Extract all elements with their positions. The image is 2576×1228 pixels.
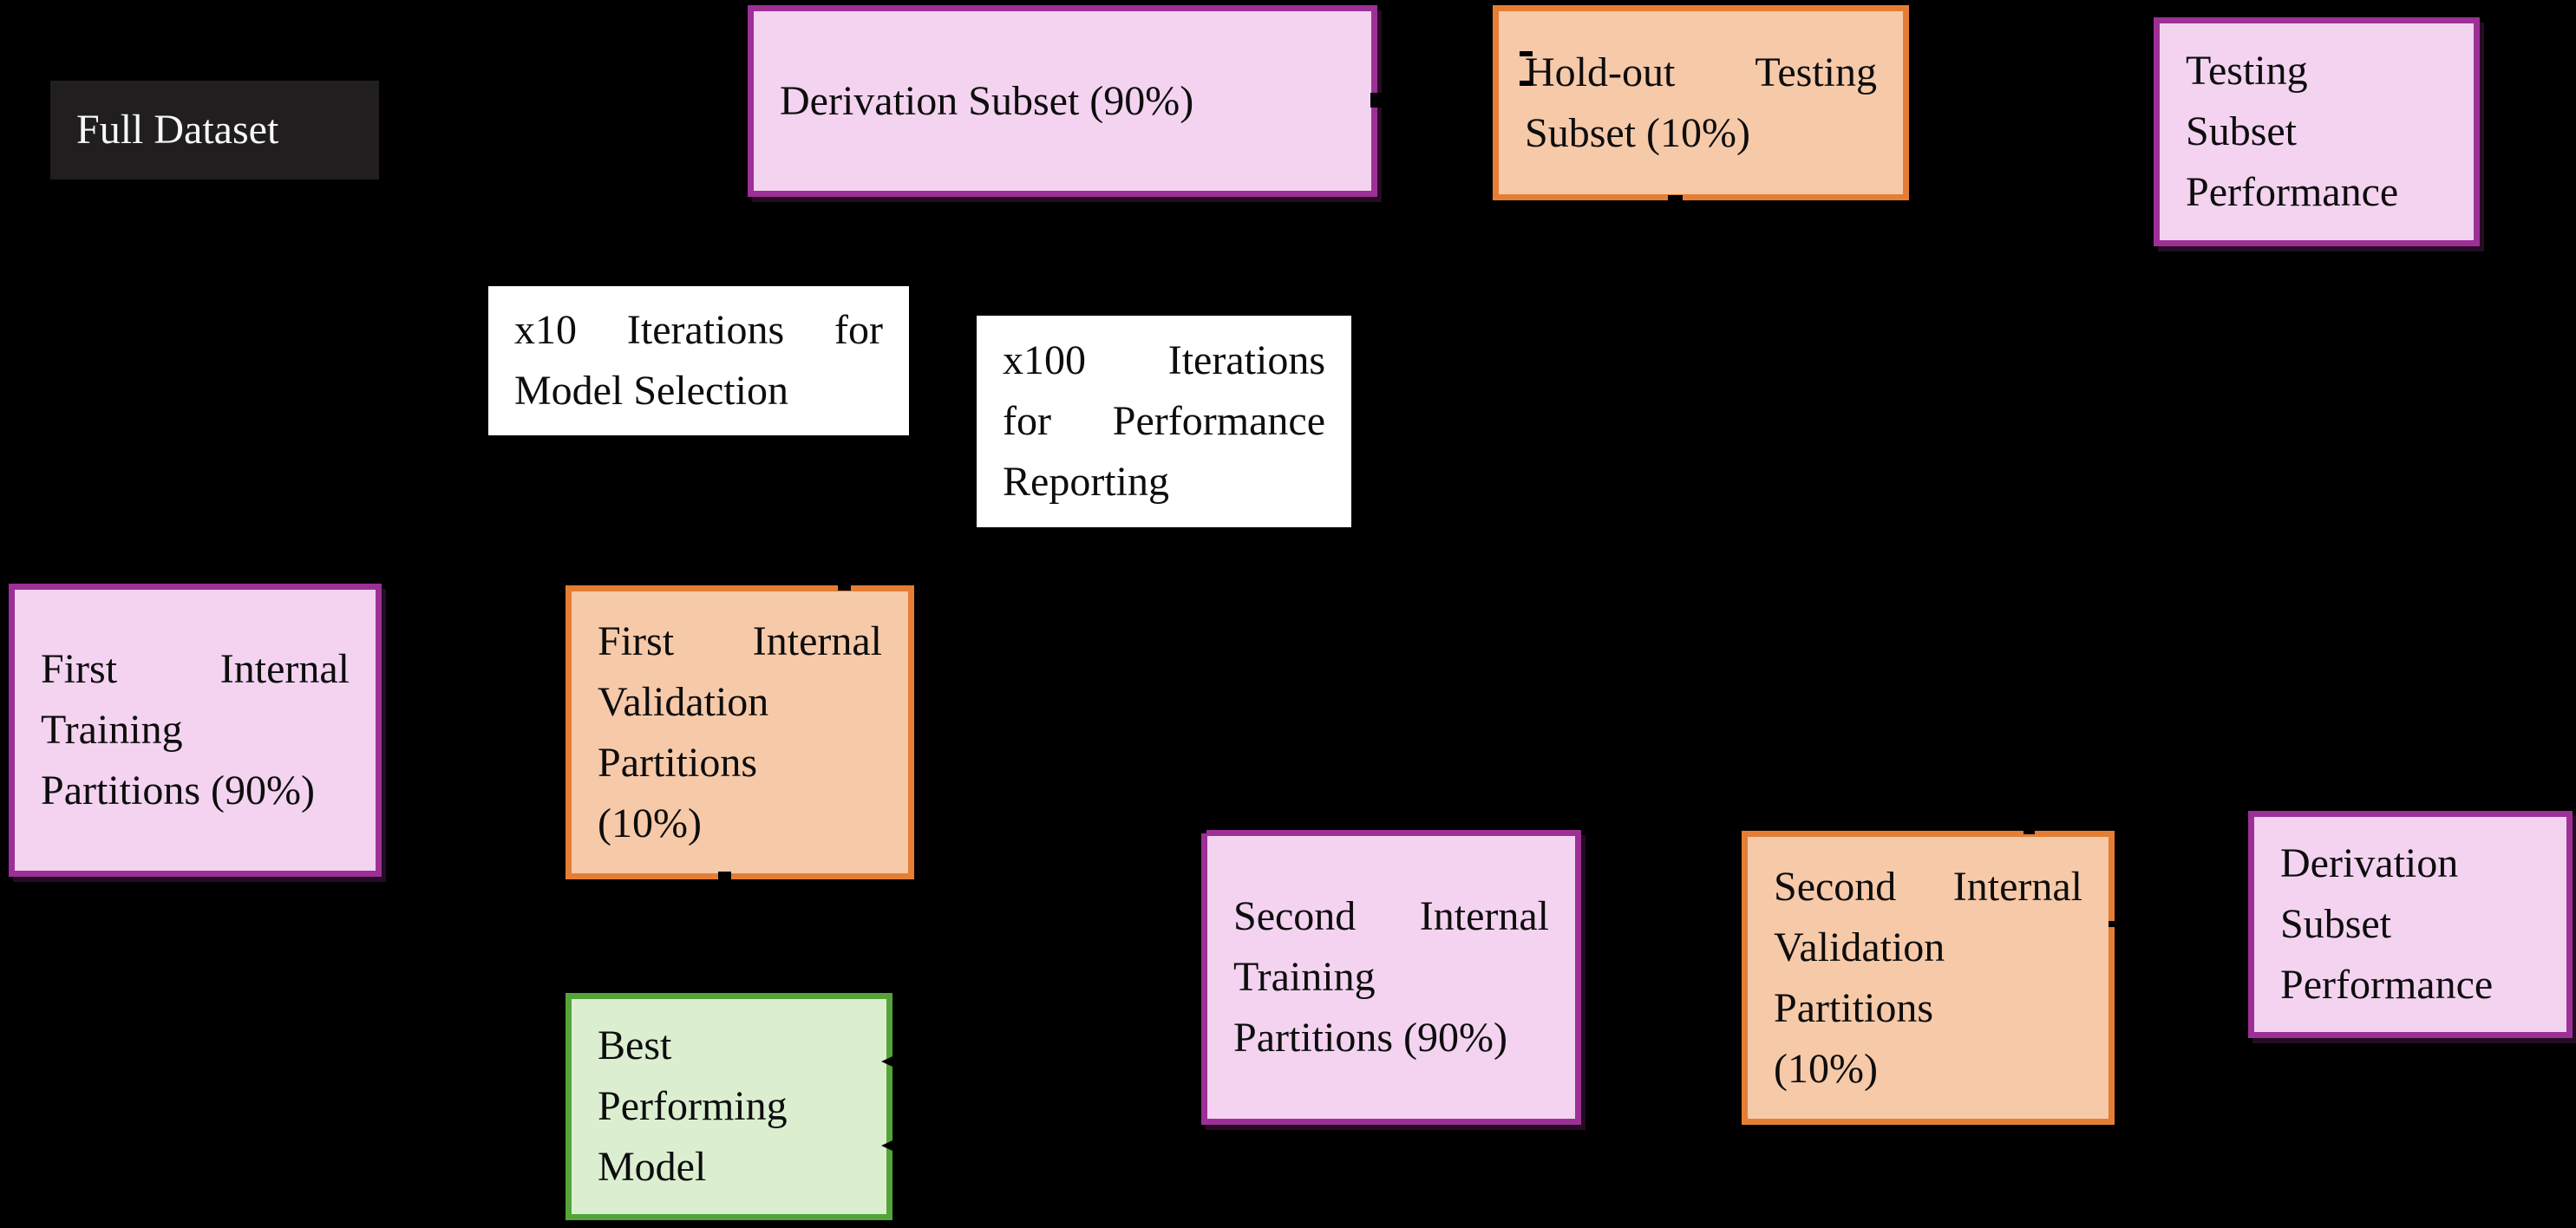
box-first-internal-training-line-0: First Internal	[41, 646, 350, 692]
box-second-internal-validation-line-2: Partitions	[1774, 984, 1934, 1031]
stub-holdout-left-dash-lower	[1520, 81, 1533, 86]
box-best-performing-model-line-2: Model	[598, 1144, 707, 1190]
box-testing-subset-performance-line-0: Testing	[2186, 48, 2308, 94]
box-derivation-subset-line-0: Derivation Subset (90%)	[780, 77, 1194, 124]
box-second-internal-validation-line-0: Second Internal	[1774, 863, 2082, 910]
arrowhead-best-model-upper	[881, 1052, 902, 1071]
box-first-internal-training-line-2: Partitions (90%)	[41, 768, 315, 813]
stub-first-validation-top	[838, 580, 851, 591]
box-iterations-performance-reporting-line-1: for Performance	[1003, 398, 1325, 444]
stub-holdout-left-dash-upper	[1520, 51, 1533, 56]
box-best-performing-model-line-0: Best	[598, 1022, 672, 1068]
stub-second-validation-right	[2109, 921, 2122, 927]
box-full-dataset: Full Dataset	[50, 81, 379, 180]
stub-testing-performance-left	[2141, 128, 2154, 134]
box-first-internal-validation-line-1: Validation	[598, 678, 769, 725]
box-testing-subset-performance-line-1: Subset	[2186, 108, 2298, 154]
box-first-internal-validation-line-2: Partitions	[598, 739, 758, 786]
box-second-internal-training-line-0: Second Internal	[1233, 893, 1549, 939]
box-derivation-subset-performance-line-2: Performance	[2280, 962, 2494, 1008]
box-first-internal-validation-line-0: First Internal	[598, 617, 882, 664]
box-second-internal-validation-line-3: (10%)	[1774, 1045, 1878, 1092]
box-iterations-model-selection-line-0: x10 Iterations for	[514, 307, 883, 353]
box-derivation-subset: Derivation Subset (90%)	[748, 5, 1377, 197]
stub-first-validation-bottom	[718, 872, 731, 883]
box-first-internal-validation-line-3: (10%)	[598, 800, 702, 846]
box-iterations-model-selection-line-1: Model Selection	[514, 368, 788, 414]
box-holdout-testing-subset-line-0: Hold-out Testing	[1525, 49, 1877, 95]
box-best-performing-model-line-1: Performing	[598, 1083, 788, 1129]
box-second-internal-training-line-1: Training	[1233, 954, 1376, 1000]
box-derivation-subset-performance-line-0: Derivation	[2280, 840, 2459, 886]
stub-second-training-top-left	[1196, 824, 1206, 833]
box-second-internal-training-line-2: Partitions (90%)	[1233, 1015, 1507, 1061]
box-holdout-testing-subset-line-1: Subset (10%)	[1525, 109, 1750, 156]
box-iterations-performance-reporting-line-2: Reporting	[1003, 459, 1169, 505]
box-full-dataset-line-0: Full Dataset	[76, 107, 279, 153]
box-derivation-subset-performance-line-1: Subset	[2280, 901, 2392, 947]
stub-holdout-bottom-edge	[1668, 195, 1683, 209]
box-second-internal-validation-line-1: Validation	[1774, 924, 1945, 970]
box-testing-subset-performance-line-2: Performance	[2186, 169, 2399, 215]
box-iterations-performance-reporting-line-0: x100 Iterations	[1003, 337, 1325, 383]
stub-derivation-right-edge	[1370, 93, 1384, 108]
box-first-internal-training-line-1: Training	[41, 707, 183, 753]
stub-second-validation-top	[2024, 823, 2035, 834]
arrowhead-best-model-lower	[881, 1136, 902, 1155]
